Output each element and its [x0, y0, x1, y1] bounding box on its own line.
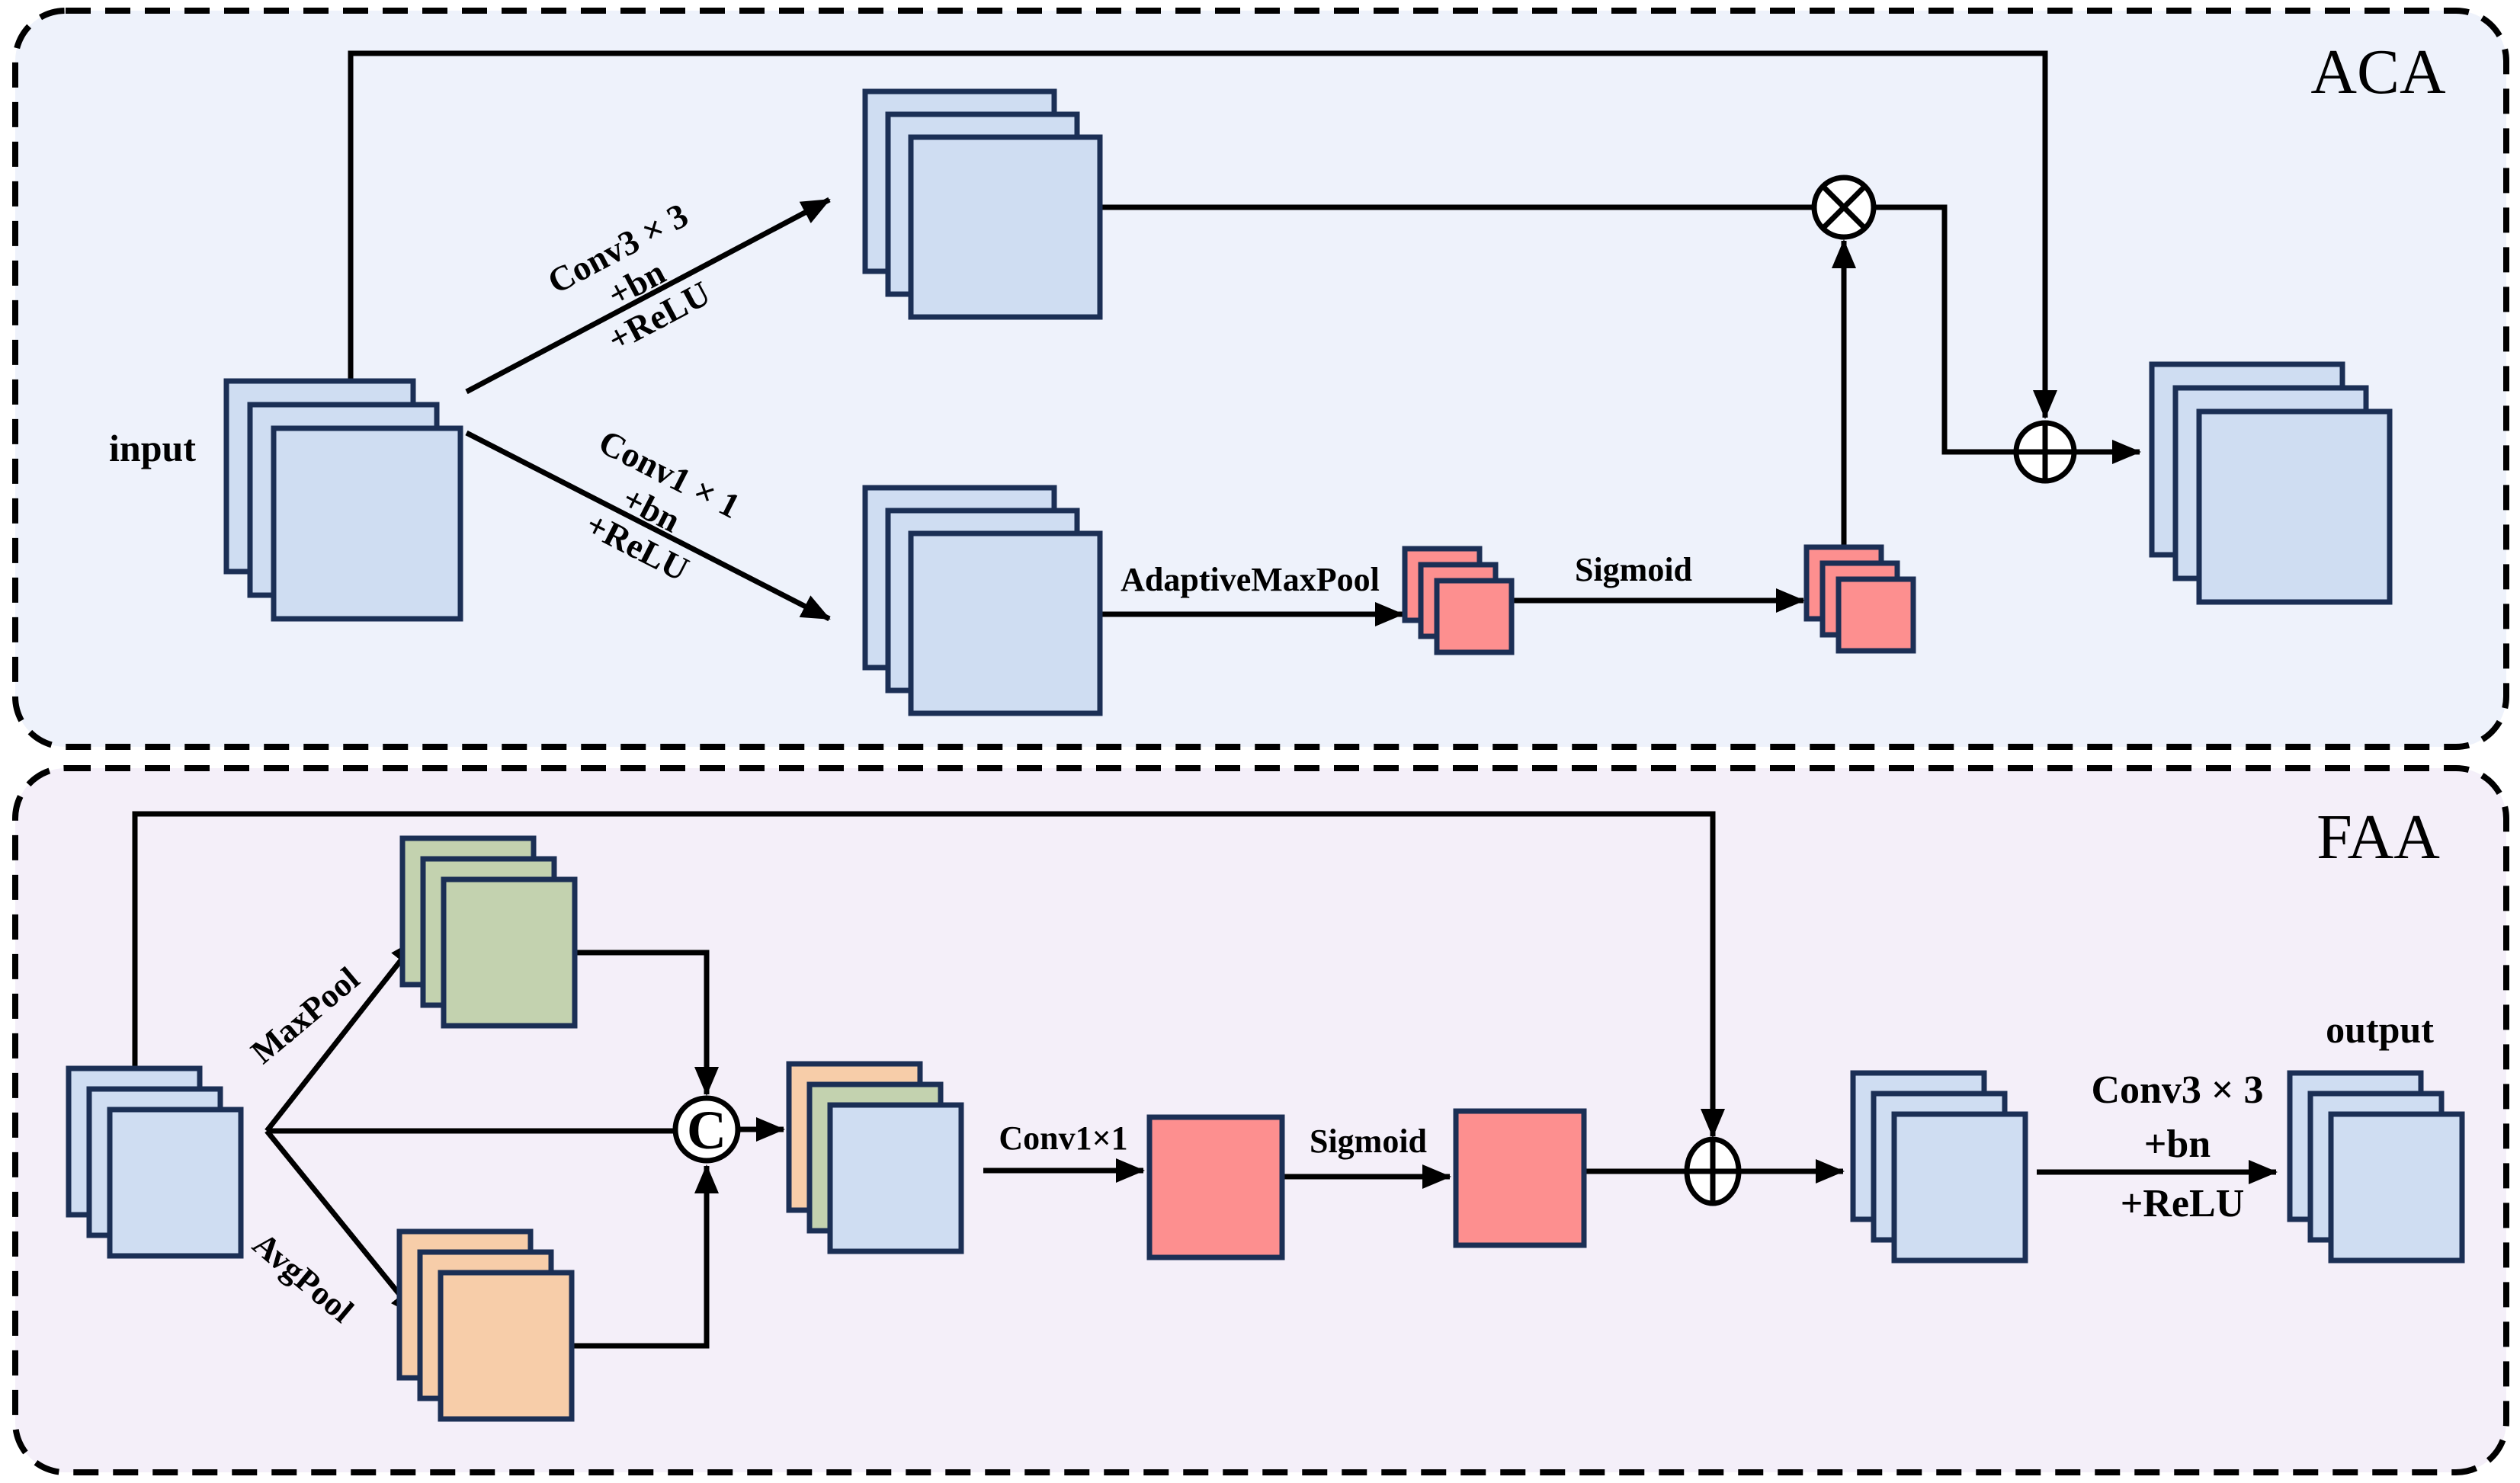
faa-maxpool-arrow — [265, 937, 420, 1133]
faa-avgpool-to-concat-line — [572, 1164, 719, 1349]
branch-label-line: Conv3 × 3 — [2091, 1068, 2263, 1112]
aca-multiply-to-add-line — [1874, 204, 2141, 464]
faa-sigmoid-label: Sigmoid — [1310, 1123, 1427, 1160]
aca-input-label: input — [109, 427, 196, 469]
faa-output-label: output — [2326, 1008, 2434, 1051]
aca-conv3-feature-stack — [862, 88, 1103, 320]
faa-avgpool-feature-stack — [396, 1228, 575, 1422]
feature-map-layer — [438, 1270, 575, 1422]
branch-label-line: +bn — [2144, 1123, 2211, 1166]
faa-sigmoid-output-map — [1453, 1108, 1587, 1248]
aca-multiply-icon — [1821, 184, 1867, 230]
feature-map-layer — [441, 876, 578, 1029]
feature-map-layer — [1891, 1111, 2028, 1264]
aca-conv1-feature-stack — [862, 485, 1103, 716]
aca-attention-weights-stack — [1803, 544, 1916, 654]
faa-maxpool-feature-stack — [399, 835, 578, 1029]
aca-sigmoid-label: Sigmoid — [1575, 551, 1692, 588]
faa-conv1-output-map — [1146, 1114, 1285, 1260]
aca-conv1-branch-arrow — [465, 430, 831, 622]
feature-map-layer — [1835, 576, 1916, 654]
faa-maxpool-to-concat-line — [575, 950, 719, 1096]
faa-concat-label: C — [687, 1100, 726, 1161]
aca-adaptivemaxpool-label: AdaptiveMaxPool — [1121, 561, 1380, 598]
faa-input-feature-stack — [66, 1065, 244, 1259]
aca-input-feature-stack — [223, 378, 463, 622]
faa-fused-feature-stack — [1850, 1070, 2028, 1264]
feature-map-layer — [908, 530, 1103, 716]
faa-concat-feature-stack — [786, 1061, 964, 1254]
aca-output-feature-stack — [2149, 361, 2393, 605]
feature-map-layer — [107, 1107, 244, 1259]
faa-title: FAA — [2316, 802, 2440, 873]
feature-map-layer — [827, 1102, 964, 1254]
branch-label-line: +ReLU — [2121, 1182, 2245, 1225]
aca-conv3-branch-arrow — [465, 197, 831, 395]
faa-output-feature-stack — [2287, 1070, 2465, 1264]
feature-map-layer — [2196, 408, 2393, 605]
faa-conv3-block-label: Conv3 × 3 +bn +ReLU — [2091, 1068, 2273, 1225]
feature-map-layer — [2328, 1111, 2465, 1264]
aca-title: ACA — [2310, 37, 2446, 107]
feature-map-layer — [271, 425, 463, 622]
aca-pooled-stack — [1402, 546, 1515, 655]
faa-skip-connection-line — [132, 811, 1725, 1138]
faa-conv1-label: Conv1×1 — [999, 1119, 1127, 1157]
faa-avgpool-arrow — [265, 1129, 420, 1319]
feature-map-layer — [1434, 578, 1515, 655]
aca-skip-connection-line — [348, 50, 2057, 419]
feature-map-layer — [908, 134, 1103, 320]
